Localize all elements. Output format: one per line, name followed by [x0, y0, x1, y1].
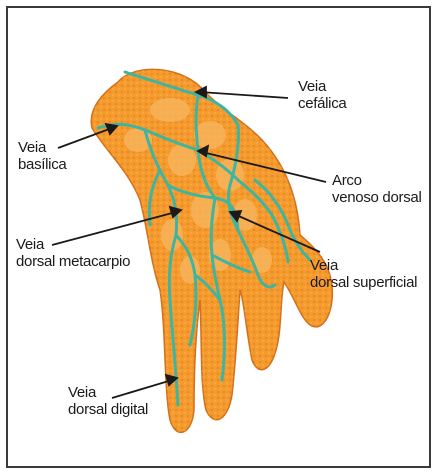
- label-line: dorsal metacarpio: [16, 253, 130, 270]
- label-line: Arco: [332, 172, 422, 189]
- label-veia-dorsal-superficial: Veia dorsal superficial: [310, 257, 417, 291]
- label-line: Veia: [18, 139, 66, 156]
- label-line: dorsal superficial: [310, 274, 417, 291]
- label-veia-dorsal-metacarpio: Veia dorsal metacarpio: [16, 236, 130, 270]
- label-line: Veia: [68, 384, 148, 401]
- label-line: Veia: [298, 78, 346, 95]
- label-line: cefálica: [298, 95, 346, 112]
- label-arco-venoso-dorsal: Arco venoso dorsal: [332, 172, 422, 206]
- label-line: dorsal digital: [68, 401, 148, 418]
- label-veia-basilica: Veia basílica: [18, 139, 66, 173]
- label-line: venoso dorsal: [332, 189, 422, 206]
- label-line: basílica: [18, 156, 66, 173]
- label-line: Veia: [16, 236, 130, 253]
- label-veia-dorsal-digital: Veia dorsal digital: [68, 384, 148, 418]
- label-veia-cefalica: Veia cefálica: [298, 78, 346, 112]
- label-line: Veia: [310, 257, 417, 274]
